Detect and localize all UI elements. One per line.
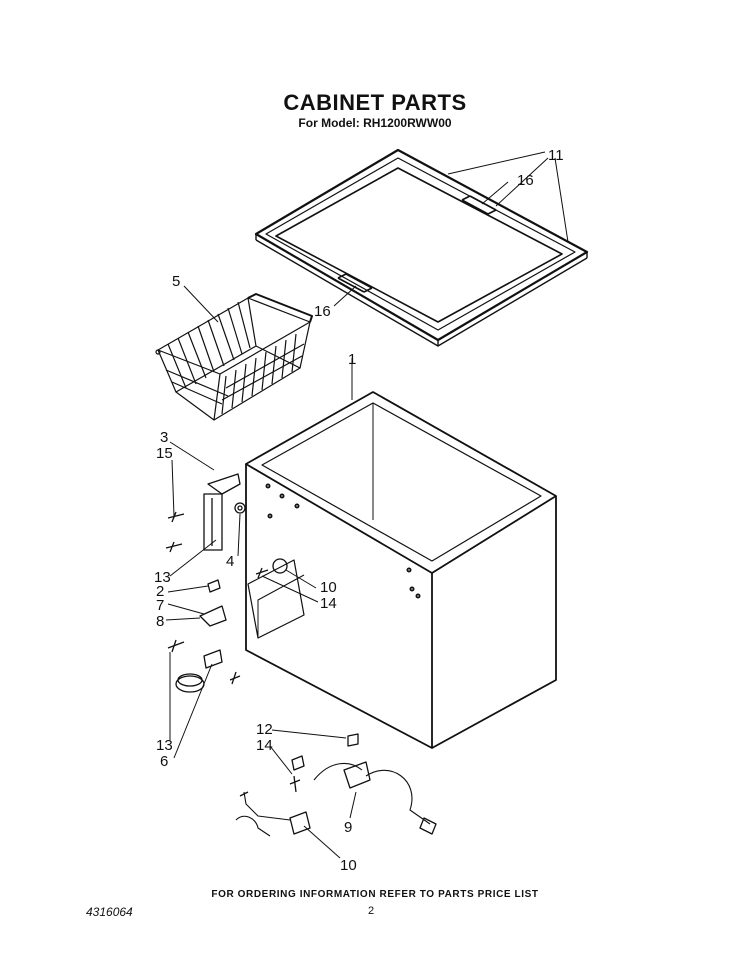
callout-16-bottom: 16 bbox=[314, 303, 331, 320]
callout-9: 9 bbox=[344, 819, 352, 836]
callout-5: 5 bbox=[172, 273, 180, 290]
callout-16-top: 16 bbox=[517, 172, 534, 189]
callout-14-upper: 14 bbox=[320, 595, 337, 612]
control-hardware bbox=[235, 558, 437, 837]
wire-basket bbox=[155, 293, 313, 421]
hinge-assembly bbox=[165, 473, 246, 693]
callout-10-upper: 10 bbox=[320, 579, 337, 596]
cabinet-body bbox=[245, 391, 557, 749]
callout-13-upper: 13 bbox=[154, 569, 171, 586]
callout-10-lower: 10 bbox=[340, 857, 357, 874]
model-line: For Model: RH1200RWW00 bbox=[298, 116, 452, 130]
callout-12: 12 bbox=[256, 721, 273, 738]
callout-2: 2 bbox=[156, 583, 164, 600]
callout-8: 8 bbox=[156, 613, 164, 630]
callout-11: 11 bbox=[548, 147, 564, 164]
lid-gasket bbox=[254, 148, 589, 347]
callout-7: 7 bbox=[156, 597, 164, 614]
callout-13-lower: 13 bbox=[156, 737, 173, 754]
document-number: 4316064 bbox=[86, 905, 133, 919]
callout-3: 3 bbox=[160, 429, 168, 446]
page-number: 2 bbox=[368, 905, 375, 917]
callout-labels: 11 16 16 5 1 3 15 13 4 2 7 8 10 14 13 6 … bbox=[154, 147, 564, 874]
callout-6: 6 bbox=[160, 753, 168, 770]
callout-4: 4 bbox=[226, 553, 234, 570]
ordering-footer-note: FOR ORDERING INFORMATION REFER TO PARTS … bbox=[211, 889, 539, 900]
callout-15: 15 bbox=[156, 445, 173, 462]
leader-lines bbox=[165, 151, 569, 859]
callout-14-lower: 14 bbox=[256, 737, 273, 754]
callout-1: 1 bbox=[348, 351, 356, 368]
page-title: CABINET PARTS bbox=[283, 90, 467, 115]
